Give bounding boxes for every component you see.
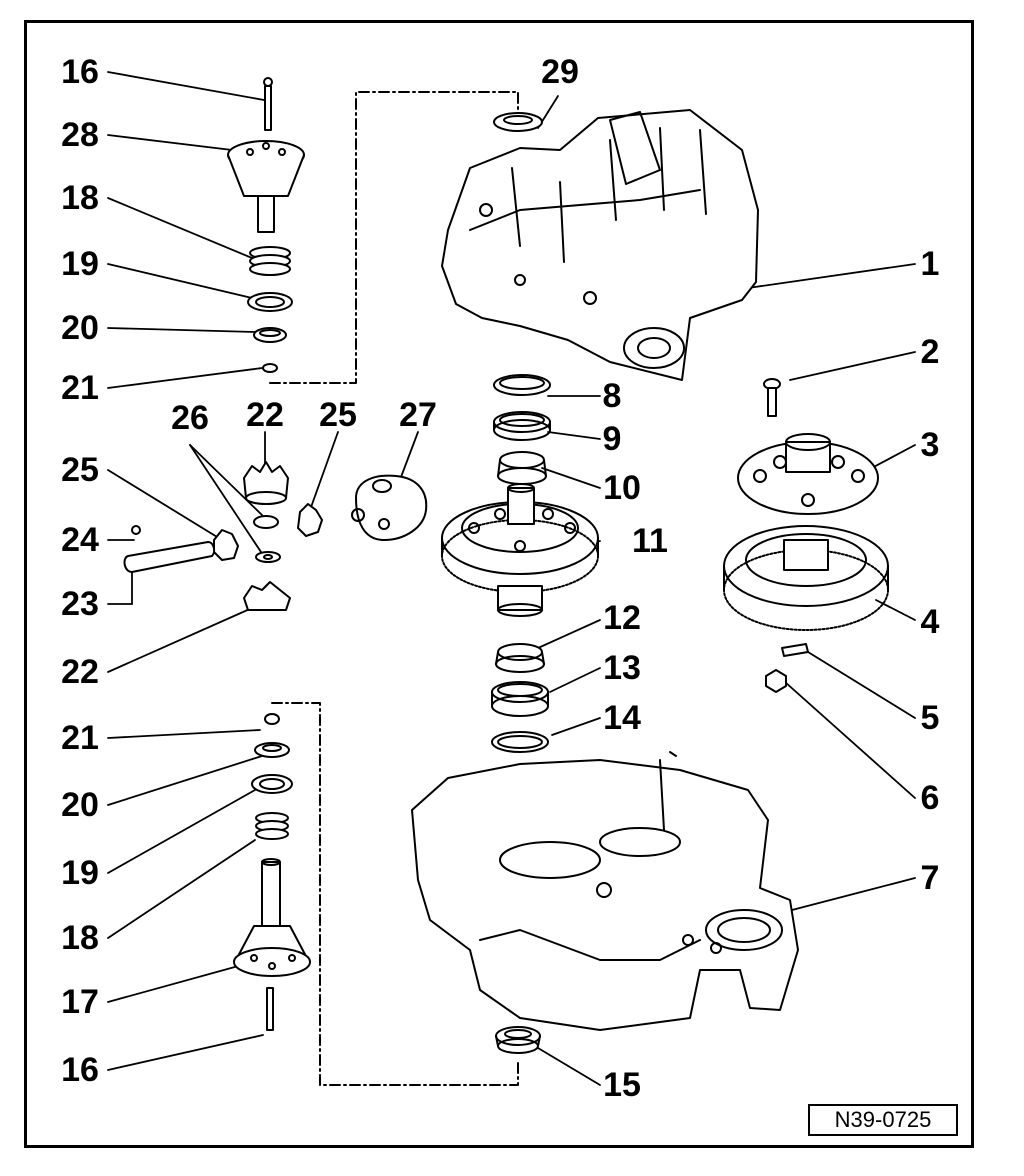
callout-25-lower: 25	[61, 451, 99, 489]
callout-16-lower: 16	[61, 1051, 99, 1089]
callout-25-upper: 25	[319, 396, 357, 434]
callout-9: 9	[602, 420, 622, 458]
bolt-16-lower	[266, 987, 274, 1031]
circlip-21-lower	[264, 713, 280, 725]
callout-11: 11	[632, 522, 668, 560]
spring-18-lower	[255, 812, 289, 840]
callout-21-upper: 21	[61, 369, 99, 407]
callout-14: 14	[603, 699, 641, 737]
callout-13: 13	[603, 649, 641, 687]
seal-19-upper	[247, 292, 293, 312]
ring-20-upper	[253, 327, 287, 343]
ring-8	[493, 374, 551, 396]
callout-5: 5	[920, 699, 940, 737]
callout-12: 12	[603, 599, 641, 637]
shaft-23	[123, 541, 216, 573]
callout-2: 2	[920, 333, 940, 371]
callout-15: 15	[603, 1066, 641, 1104]
callout-21-lower: 21	[61, 719, 99, 757]
seal-19-lower	[251, 774, 293, 794]
callout-16-upper: 16	[61, 53, 99, 91]
callout-20-lower: 20	[61, 786, 99, 824]
callout-1: 1	[920, 245, 940, 283]
washer-26-b	[255, 551, 281, 563]
circlip-21-upper	[262, 363, 278, 373]
gear-22-lower	[243, 581, 291, 611]
callout-17: 17	[61, 983, 99, 1021]
alignment-line-lower	[271, 702, 519, 1086]
bolt-2	[763, 378, 781, 417]
callout-19-lower: 19	[61, 854, 99, 892]
seal-29	[493, 112, 543, 132]
pin-5	[781, 643, 809, 657]
callout-20-upper: 20	[61, 309, 99, 347]
callout-18-lower: 18	[61, 919, 99, 957]
ring-20-lower	[254, 742, 290, 758]
leader-lines	[107, 71, 916, 1086]
callout-28: 28	[61, 116, 99, 154]
callout-4: 4	[920, 603, 940, 641]
seal-15	[495, 1026, 541, 1054]
figure-reference-code: N39-0725	[808, 1104, 958, 1136]
callout-29: 29	[541, 53, 579, 91]
callout-8: 8	[602, 377, 622, 415]
nut-6	[765, 669, 787, 693]
taper-bearing-10	[497, 451, 547, 485]
flange-shaft-17	[233, 858, 311, 977]
shim-14	[491, 731, 549, 753]
transmission-housing-1	[441, 109, 759, 381]
callout-6: 6	[920, 779, 940, 817]
callout-22-lower: 22	[61, 653, 99, 691]
callout-18-upper: 18	[61, 179, 99, 217]
flange-shaft-28	[227, 140, 305, 233]
callout-22-upper: 22	[246, 396, 284, 434]
spring-18-upper	[249, 246, 291, 276]
alignment-line-upper	[269, 91, 519, 384]
differential-housing-27	[351, 474, 428, 541]
transmission-housing-7	[411, 751, 799, 1031]
final-drive-gear-4	[723, 525, 889, 631]
callout-3: 3	[920, 426, 940, 464]
washer-26-a	[253, 515, 279, 529]
callout-10: 10	[603, 469, 641, 507]
pinion-25-right	[297, 503, 323, 537]
callout-26: 26	[171, 399, 209, 437]
pinion-25-left	[213, 529, 239, 561]
callout-23: 23	[61, 585, 99, 623]
callout-24: 24	[61, 521, 99, 559]
bearing-race-13	[491, 681, 549, 717]
callout-7: 7	[920, 859, 940, 897]
pin-24	[131, 525, 141, 535]
bolt-16-upper	[263, 77, 273, 131]
differential-cage-3	[737, 433, 879, 515]
gear-22-upper	[243, 461, 289, 505]
callout-27: 27	[399, 396, 437, 434]
taper-bearing-12	[495, 643, 545, 673]
bearing-race-9	[493, 411, 551, 441]
crown-wheel-differential-11	[441, 483, 599, 617]
callout-19-upper: 19	[61, 245, 99, 283]
